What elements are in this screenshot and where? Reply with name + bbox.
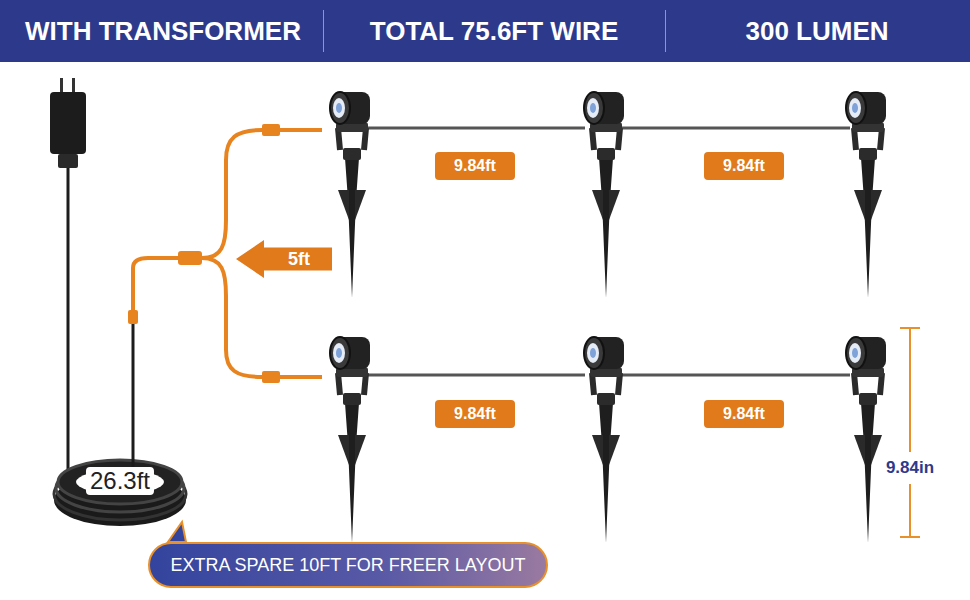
node-text: 9.84ft	[454, 157, 496, 175]
header-divider	[665, 10, 666, 52]
node-text: 9.84ft	[723, 405, 765, 423]
header-text: 300 LUMEN	[745, 16, 888, 47]
length-tag: 9.84ft	[704, 152, 784, 180]
node-text: 9.84ft	[454, 405, 496, 423]
height-dimension: 9.84in	[884, 456, 936, 480]
length-tag: 9.84ft	[704, 400, 784, 428]
header-band: WITH TRANSFORMER TOTAL 75.6FT WIRE 300 LUM…	[0, 0, 970, 62]
length-tag: 9.84ft	[435, 152, 515, 180]
header-divider	[323, 10, 324, 52]
node-text: EXTRA SPARE 10FT FOR FREER LAYOUT	[170, 555, 525, 576]
arrow-outline	[236, 240, 332, 278]
header-text: WITH TRANSFORMER	[25, 16, 301, 47]
length-arrow: 5ft	[236, 240, 332, 278]
length-tag: 9.84ft	[435, 400, 515, 428]
note-pill: EXTRA SPARE 10FT FOR FREER LAYOUT	[148, 542, 548, 588]
node-text: 9.84ft	[723, 157, 765, 175]
arrow-shape	[236, 240, 332, 278]
header-text: TOTAL 75.6FT WIRE	[370, 16, 618, 47]
node-text: 5ft	[288, 249, 310, 270]
cable-length: 26.3ft	[86, 467, 154, 495]
